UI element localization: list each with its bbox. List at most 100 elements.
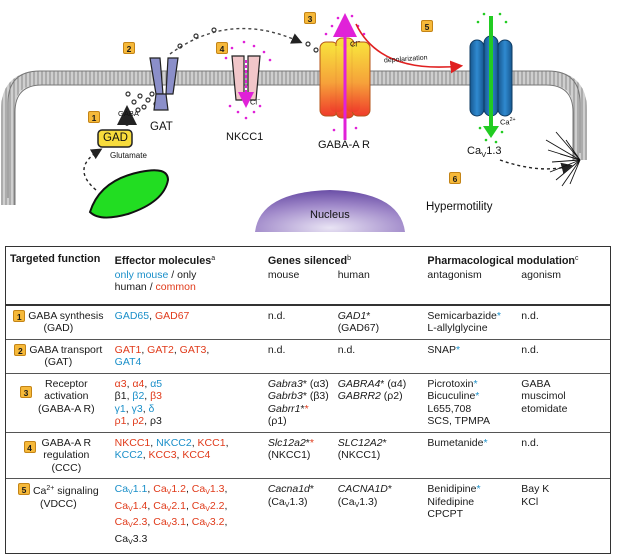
antagonist-item: L-allylglycine (427, 322, 488, 334)
step-badge-5: 5 (421, 20, 433, 32)
function-line: regulation (43, 449, 90, 461)
antagonist-star: * (475, 390, 480, 402)
gene-protein-sub: V (354, 501, 360, 509)
function-line: (GABA-A R) (38, 402, 95, 415)
calcium-dots (476, 12, 508, 144)
effector-suffix: 1.3 (209, 483, 225, 495)
nucleus-shape (255, 190, 405, 232)
gabaa-cl-label: Cl− (350, 39, 361, 49)
function-line: (VDCC) (39, 497, 77, 510)
function-sup: 2+ (46, 485, 55, 492)
effector-suffix: 2.2 (209, 499, 225, 512)
effector-item: GAT3 (179, 343, 207, 356)
nucleus-label: Nucleus (310, 209, 350, 221)
gene-star: * (300, 402, 305, 415)
effector-sub: V (166, 522, 172, 529)
subheader-human: human (337, 268, 370, 281)
mouse-gene-cell: Gabra3* (α3) Gabrb3* (β3) Gabrr1** (ρ1) (263, 372, 334, 432)
ca2-charge: 2+ (509, 117, 516, 123)
function-line: signaling (54, 485, 99, 497)
mechanism-diagram: 1 2 3 4 5 6 GAD Glutamate GABA GAT NKCC1… (0, 0, 617, 250)
effector-sub: V (166, 489, 172, 496)
depolarization-arrow (355, 23, 464, 74)
effector-item: ρ1 (114, 415, 127, 427)
effector-prefix: Ca (114, 516, 129, 528)
row-badge: 2 (14, 343, 27, 356)
effector-prefix: Ca (191, 483, 206, 495)
antagonist-item: SCS, TPMPA (427, 415, 491, 427)
antagonism-cell: Bumetanide* (423, 431, 518, 479)
header-effector-molecules: Effector moleculesa (111, 247, 264, 268)
agonist-item: muscimol (521, 390, 566, 402)
gene-protein: (α3) (309, 377, 329, 390)
header-pharma-sup: c (575, 255, 579, 262)
effector-item: γ3 (131, 402, 143, 415)
function-line: GABA synthesis (28, 309, 104, 322)
gene-star: * (366, 309, 371, 322)
header-effector-text: Effector molecules (114, 255, 212, 267)
effector-prefix: Ca (114, 532, 129, 545)
effector-item: GAD67 (154, 309, 190, 322)
function-line: GABA transport (29, 343, 103, 356)
gabaa-cl-charge: − (357, 39, 361, 45)
step-badge-2: 2 (123, 42, 135, 54)
effector-cell: α3, α4, α5 β1, β2, β3 γ1, γ3, δ ρ1, ρ2, … (110, 372, 264, 432)
effector-suffix: 3.1 (171, 516, 186, 528)
agonist-item: Bay K (521, 483, 550, 495)
ca2-label: Ca2+ (500, 117, 516, 126)
legend-common: common (155, 281, 196, 293)
gene-name: GAD1 (337, 309, 367, 322)
effector-item: γ1 (114, 402, 126, 415)
gene-protein: (NKCC1) (267, 449, 311, 461)
mouse-gene-cell: n.d. (263, 303, 334, 339)
gene-star: * (302, 390, 307, 402)
effector-sub: V (128, 522, 133, 529)
diagram-canvas (1, 12, 587, 232)
hypermotility-label: Hypermotility (426, 201, 493, 213)
agonism-cell: Bay K KCl (517, 478, 610, 553)
gene-protein: (CaV1.3) (338, 496, 378, 509)
function-line: GABA-A R (41, 436, 92, 449)
header-genes-text: Genes silenced (267, 255, 348, 267)
gene-name: Gabrb3 (267, 390, 303, 402)
effector-item: CaV1.3 (191, 483, 225, 496)
gene-star: * (382, 436, 387, 449)
table-row: 4 GABA-A R regulation (CCC) NKCC1, NKCC2… (6, 431, 610, 479)
gene-star: * (305, 436, 310, 449)
antagonist-item: Picrotoxin (427, 377, 474, 390)
gene-protein: (ρ1) (267, 415, 287, 427)
header-row: Targeted function Effector moleculesa Ge… (6, 247, 610, 268)
legend-only-mouse: only mouse (114, 268, 169, 281)
cav13-suffix: 1.3 (486, 145, 502, 157)
gaba-label: GABA (118, 109, 139, 118)
effector-item: CaV2.1 (153, 500, 186, 513)
gabaa-cl-text: Cl (350, 39, 358, 49)
cav13-label: CaV1.3 (467, 146, 502, 159)
antagonist-star: * (476, 483, 481, 495)
step-badge-1: 1 (88, 111, 100, 123)
modulation-table: Targeted function Effector moleculesa Ge… (5, 246, 611, 554)
effector-suffix: 2.3 (132, 516, 148, 528)
human-gene-cell: GAD1* (GAD67) (333, 303, 424, 339)
effector-prefix: Ca (114, 499, 129, 512)
effector-item: KCC3 (148, 449, 177, 461)
nkcc1-cl-label: Cl− (250, 97, 260, 106)
function-line: activation (44, 390, 89, 402)
effector-item: β3 (150, 390, 163, 402)
function-line: (CCC) (51, 461, 82, 474)
antagonist-star: * (473, 377, 478, 390)
human-gene-cell: GABRA4* (α4) GABRR2 (ρ2) (333, 372, 424, 432)
effector-suffix: 1.1 (132, 483, 148, 495)
effector-cell: GAD65, GAD67 (110, 303, 264, 339)
motility-burst (545, 131, 581, 187)
gat-label: GAT (150, 121, 173, 133)
effector-item: CaV1.1 (115, 483, 148, 496)
gad-label: GAD (103, 132, 128, 144)
gene-name: Gabra3 (267, 377, 303, 390)
chloride-dots-nkcc (224, 40, 272, 120)
effector-item: CaV3.3 (114, 532, 148, 546)
effector-suffix: 3.3 (132, 532, 148, 545)
human-gene-cell: CACNA1D* (CaV1.3) (333, 478, 424, 553)
effector-suffix: 1.2 (171, 483, 186, 495)
